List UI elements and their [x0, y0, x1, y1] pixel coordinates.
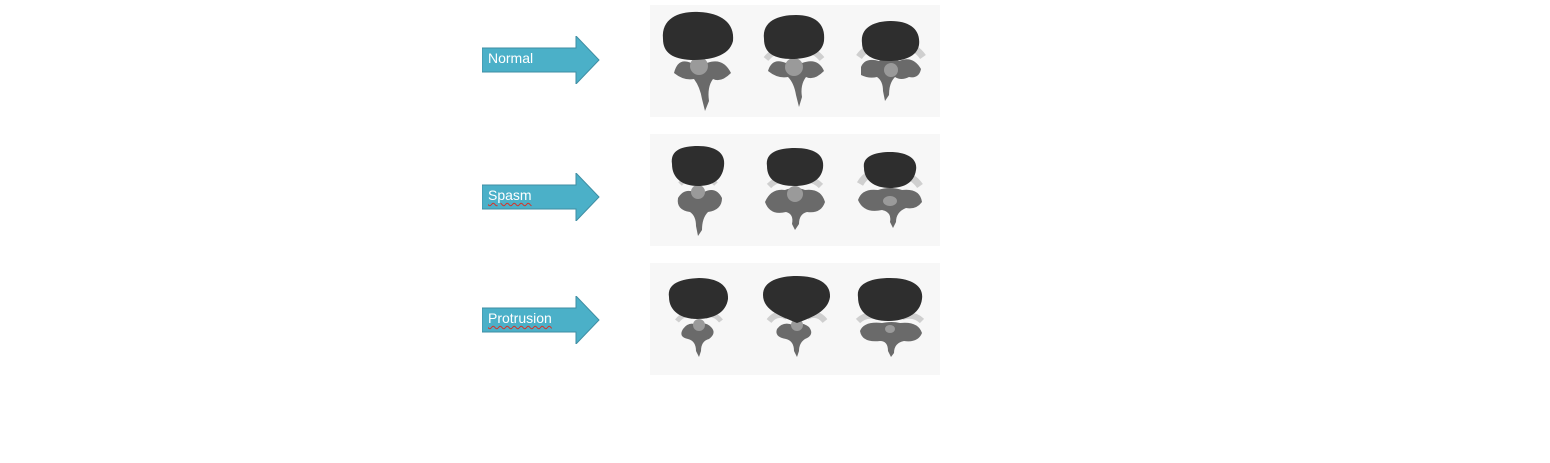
vertebra-scans-protrusion [668, 276, 925, 357]
right-arrow-icon [482, 296, 600, 344]
arrow-protrusion: Protrusion [482, 296, 600, 344]
vertebra-scan [856, 21, 926, 101]
image-panel-protrusion [650, 263, 940, 375]
right-arrow-icon [482, 173, 600, 221]
image-panel-normal [650, 5, 940, 117]
row-protrusion: Protrusion [0, 262, 1550, 375]
vertebra-scan [765, 148, 825, 230]
vertebra-scan [763, 276, 831, 357]
vertebra-scan [855, 278, 925, 357]
vertebra-scans-normal [662, 11, 926, 111]
right-arrow-icon [482, 36, 600, 84]
vertebra-scan [668, 278, 729, 357]
vertebra-scans-spasm [671, 146, 923, 236]
vertebra-scan [856, 152, 923, 228]
vertebra-scan [671, 146, 725, 236]
arrow-normal: Normal [482, 36, 600, 84]
row-spasm: Spasm [0, 133, 1550, 246]
vertebra-scan [662, 11, 734, 111]
arrow-label-spasm: Spasm [488, 187, 532, 203]
vertebra-scan [763, 15, 825, 107]
row-normal: Normal [0, 4, 1550, 117]
arrow-label-protrusion: Protrusion [488, 310, 552, 326]
image-panel-spasm [650, 134, 940, 246]
arrow-label-normal: Normal [488, 50, 534, 66]
arrow-spasm: Spasm [482, 173, 600, 221]
